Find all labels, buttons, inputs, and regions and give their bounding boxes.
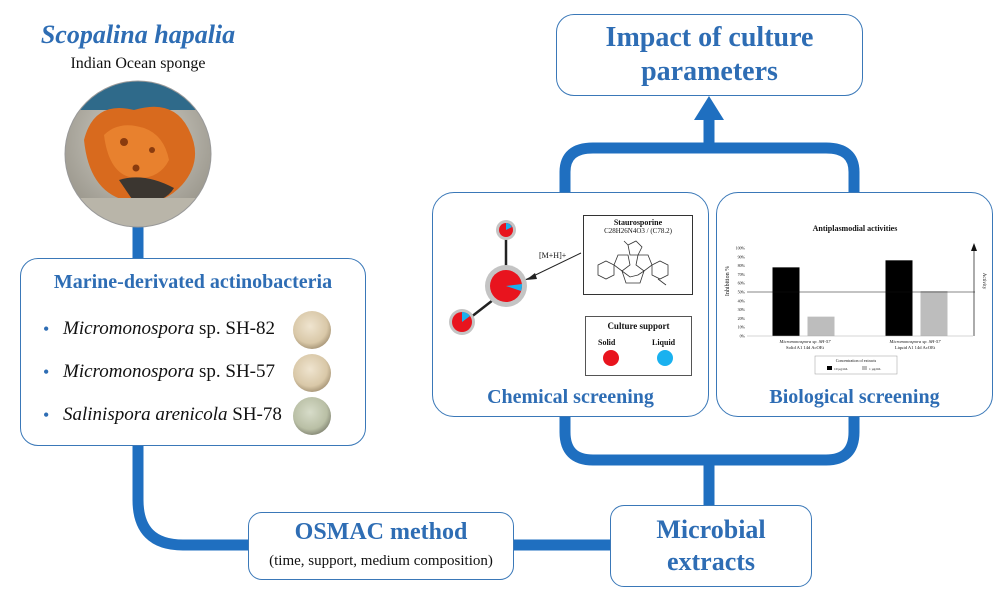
- sponge-photo: [64, 80, 212, 228]
- y-tick-label: 50%: [738, 290, 746, 295]
- strain-label: Salinispora arenicola SH-78: [63, 404, 282, 425]
- y-tick-label: 70%: [738, 272, 746, 277]
- chart-legend-box: [814, 355, 898, 375]
- osmac-title: OSMAC method: [294, 519, 468, 545]
- bullet-icon: •: [43, 362, 50, 382]
- bar-2-high-conc: [885, 260, 913, 336]
- sponge-origin: Indian Ocean sponge: [70, 55, 206, 72]
- microbial-extracts-box: Microbial extracts: [610, 505, 812, 587]
- ion-label: [M+H]+: [539, 251, 567, 260]
- petri-dish-icon: [293, 311, 331, 349]
- chemical-screening-label: Chemical screening: [487, 386, 654, 408]
- biological-screening-box: Antiplasmodial activities Inhibition % A…: [716, 192, 993, 417]
- molecular-network: [449, 220, 582, 335]
- osmac-subtitle: (time, support, medium composition): [269, 553, 493, 569]
- legend-swatch-10: [827, 366, 832, 370]
- culture-support-legend: Culture support Solid Liquid: [585, 316, 692, 376]
- pipe-screening-top: [559, 142, 860, 192]
- antiplasmodial-chart: Antiplasmodial activities Inhibition % A…: [725, 224, 986, 375]
- chart-title: Antiplasmodial activities: [813, 224, 898, 233]
- arrow-up-icon: [694, 96, 724, 120]
- compound-name: Staurosporine: [613, 218, 663, 227]
- chart-legend-title: Concentration of extracts: [836, 358, 877, 363]
- legend-item-10: 10 µg/mL: [834, 367, 848, 371]
- legend-title: Culture support: [607, 321, 670, 331]
- staurosporine-structure-icon: [597, 240, 669, 286]
- liquid-swatch-icon: [657, 350, 673, 366]
- group2-label: Micromonospora sp. SH-57: [889, 339, 942, 344]
- bar-2-low-conc: [920, 291, 948, 336]
- osmac-box: OSMAC method (time, support, medium comp…: [248, 512, 514, 580]
- strain-label: Micromonospora sp. SH-57: [63, 361, 276, 382]
- strain-row: • Salinispora arenicola SH-78: [21, 395, 365, 435]
- petri-dish-icon: [293, 354, 331, 392]
- y-tick-label: 100%: [736, 246, 746, 251]
- pipe-actino-to-osmac: [132, 445, 248, 551]
- legend-item-1: 1 µg/mL: [869, 367, 881, 371]
- y-tick-label: 80%: [738, 263, 746, 268]
- strain-label: Micromonospora sp. SH-82: [63, 318, 276, 339]
- bar-1-high-conc: [772, 267, 800, 336]
- legend-liquid-label: Liquid: [652, 338, 676, 347]
- y-tick-label: 20%: [738, 316, 746, 321]
- actinobacteria-title: Marine-derivated actinobacteria: [53, 271, 333, 293]
- bar-1-low-conc: [807, 316, 835, 336]
- impact-box: Impact of culture parameters: [556, 14, 863, 96]
- group1-sublabel: Solid A1 14d AcOEt: [786, 345, 825, 350]
- compound-formula: C28H26N4O3 / (C78.2): [604, 227, 672, 235]
- group1-label: Micromonospora sp. SH-57: [779, 339, 832, 344]
- legend-swatch-1: [862, 366, 867, 370]
- staurosporine-structure-box: Staurosporine C28H26N4O3 / (C78.2): [583, 215, 693, 295]
- y-tick-label: 90%: [738, 254, 746, 259]
- y-tick-label: 0%: [740, 334, 746, 339]
- petri-dish-icon: [293, 397, 331, 435]
- group2-sublabel: Liquid A1 14d AcOEt: [895, 345, 936, 350]
- strain-row: • Micromonospora sp. SH-82: [21, 309, 365, 349]
- extracts-title: Microbial extracts: [656, 515, 766, 576]
- bullet-icon: •: [43, 405, 50, 425]
- pipe-screening-bottom: [559, 415, 860, 466]
- y-tick-label: 40%: [738, 298, 746, 303]
- y-tick-label: 60%: [738, 281, 746, 286]
- y-axis-label: Inhibition %: [725, 266, 731, 296]
- impact-title: Impact of culture parameters: [605, 22, 814, 87]
- y-tick-label: 30%: [738, 307, 746, 312]
- sponge-species: Scopalina hapalia: [40, 20, 236, 49]
- solid-swatch-icon: [603, 350, 619, 366]
- right-axis-label: Activity: [981, 273, 986, 290]
- bullet-icon: •: [43, 319, 50, 339]
- strain-row: • Micromonospora sp. SH-57: [21, 352, 365, 392]
- y-tick-label: 10%: [738, 325, 746, 330]
- actinobacteria-box: Marine-derivated actinobacteria • Microm…: [20, 258, 366, 446]
- chemical-screening-box: [M+H]+ Staurosporine C28H26N4O3 / (C78.2…: [432, 192, 709, 417]
- biological-screening-label: Biological screening: [769, 386, 940, 408]
- legend-solid-label: Solid: [598, 338, 616, 347]
